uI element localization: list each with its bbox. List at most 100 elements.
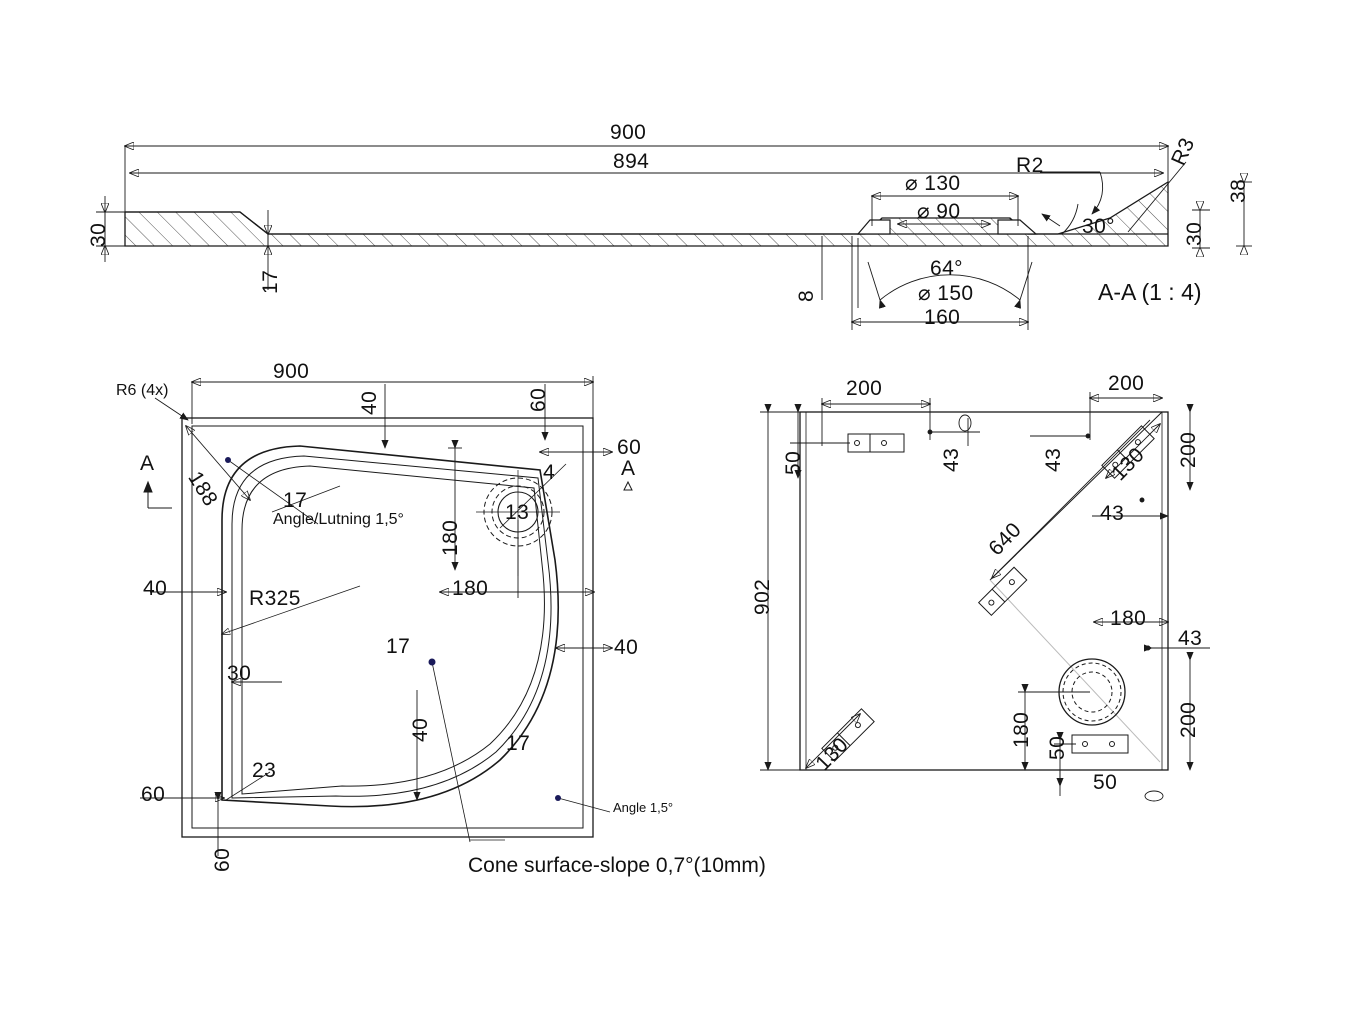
dim-43-tr — [1030, 433, 1091, 439]
dim-label-180-right: 180 — [1110, 607, 1147, 630]
drain-recess — [856, 219, 1038, 235]
dim-label-8-section: 8 — [795, 289, 818, 302]
dim-label-plan-right-60: 60 — [617, 436, 642, 459]
plan-left-view — [140, 376, 633, 856]
dim-label-angle64: 64° — [930, 257, 963, 280]
note-angle-lutning: Angle/Lutning 1,5° — [273, 511, 404, 528]
dim-label-43-bot: 43 — [1178, 627, 1203, 650]
leader-17-top — [225, 457, 319, 525]
dim-dia-130 — [872, 196, 1018, 226]
leader-angle-15 — [555, 795, 611, 813]
dim-label-plan-left-40: 40 — [143, 577, 168, 600]
dim-label-180-horz: 180 — [452, 577, 489, 600]
dim-label-894-section: 894 — [613, 150, 650, 173]
dim-label-wall-23: 23 — [252, 759, 277, 782]
dim-label-r2: R2 — [1016, 154, 1044, 177]
dim-130-bl — [806, 714, 860, 768]
leader-4 — [499, 463, 567, 529]
dim-label-dia90: ⌀ 90 — [917, 200, 961, 223]
dim-label-43-tr: 43 — [1042, 447, 1065, 472]
dim-label-200-tr: 200 — [1108, 372, 1145, 395]
dim-label-50-drain-v: 50 — [1046, 735, 1069, 760]
dim-label-plan-right-40: 40 — [614, 636, 639, 659]
dim-label-200-rb: 200 — [1177, 701, 1200, 738]
bottom-ref-marker — [1144, 790, 1164, 802]
dim-label-plan-top-60: 60 — [527, 387, 550, 412]
dim-label-r325: R325 — [249, 587, 301, 610]
dim-130-tr — [1106, 424, 1160, 478]
dim-label-180-drain: 180 — [1010, 711, 1033, 748]
leader-17-center — [428, 658, 471, 843]
dim-label-43-mid: 43 — [1100, 502, 1125, 525]
dim-180-drain — [1018, 683, 1090, 771]
dim-50-left — [790, 403, 850, 479]
dim-label-200-tl: 200 — [846, 377, 883, 400]
dim-label-17-bottom-right: 17 — [506, 732, 531, 755]
dim-180-horz — [440, 520, 594, 598]
dim-label-wall-30: 30 — [227, 662, 252, 685]
dim-label-17-top-left: 17 — [283, 489, 308, 512]
dim-640 — [992, 419, 1151, 578]
section-title-aa: A-A (1 : 4) — [1098, 279, 1202, 305]
section-marker-a-right — [623, 480, 633, 491]
bracket-bottom-right — [1071, 734, 1129, 754]
note-cone-surface: Cone surface-slope 0,7°(10mm) — [468, 854, 766, 877]
label-section-a-left: A — [140, 452, 155, 475]
dim-38 — [1236, 182, 1252, 246]
dim-label-dia130: ⌀ 130 — [905, 172, 961, 195]
label-section-a-right: A — [621, 457, 636, 480]
dim-label-17-center: 17 — [386, 635, 411, 658]
dim-label-17-section: 17 — [259, 269, 282, 294]
dim-label-180-vert: 180 — [439, 519, 462, 556]
angle-30 — [1041, 203, 1079, 235]
dim-200-tl — [822, 398, 930, 446]
dim-label-30-right: 30 — [1183, 221, 1206, 246]
dim-200-tr — [1090, 392, 1162, 440]
bracket-top-left — [847, 433, 905, 453]
dim-label-drain-4: 4 — [543, 461, 556, 484]
dim-label-plan-bottom-60: 60 — [211, 847, 234, 872]
dim-188 — [186, 426, 250, 500]
dim-label-30-left-section: 30 — [87, 222, 110, 247]
dim-label-38: 38 — [1227, 178, 1250, 203]
dim-43-mid — [1092, 497, 1169, 520]
dim-label-plan-top-40: 40 — [358, 390, 381, 415]
dim-label-200-rt: 200 — [1177, 431, 1200, 468]
label-r6-4x: R6 (4x) — [116, 382, 169, 399]
top-ref-marker — [958, 414, 972, 432]
leader-r2 — [1040, 171, 1104, 215]
section-marker-a-left — [143, 480, 172, 509]
dim-label-50-left: 50 — [782, 450, 805, 475]
leader-r325 — [222, 585, 361, 634]
leader-r3 — [1127, 161, 1187, 233]
dim-label-902: 902 — [751, 578, 774, 615]
dim-label-plan-left-60: 60 — [141, 783, 166, 806]
dim-label-43-tl: 43 — [940, 447, 963, 472]
leader-23 — [225, 771, 271, 801]
dim-label-drain-13: 13 — [505, 501, 530, 524]
bracket-center-diag — [977, 566, 1028, 617]
dim-label-50-h: 50 — [1093, 771, 1118, 794]
dim-label-inner-40: 40 — [409, 717, 432, 742]
dim-43-tl — [927, 418, 980, 446]
plan-right-view — [760, 392, 1210, 802]
dim-30-right — [1192, 210, 1210, 248]
dim-label-angle30: 30° — [1082, 215, 1115, 238]
dim-180-vert — [448, 439, 462, 571]
leader-r6 — [154, 397, 189, 421]
note-angle-15: Angle 1,5° — [613, 800, 674, 815]
dim-dia-150 — [867, 261, 1033, 309]
dim-label-900-section: 900 — [610, 121, 647, 144]
section-view-aa — [96, 146, 1252, 330]
dim-label-dia150: ⌀ 150 — [918, 282, 974, 305]
dim-30-left — [96, 196, 128, 262]
section-profile — [124, 180, 1169, 247]
leader-angle-lutning — [271, 485, 341, 513]
dim-label-160: 160 — [924, 306, 961, 329]
dim-label-plan-900: 900 — [273, 360, 310, 383]
dim-plan-900 — [192, 376, 593, 424]
dim-8 — [821, 236, 859, 308]
dim-43-bot — [1143, 644, 1210, 652]
